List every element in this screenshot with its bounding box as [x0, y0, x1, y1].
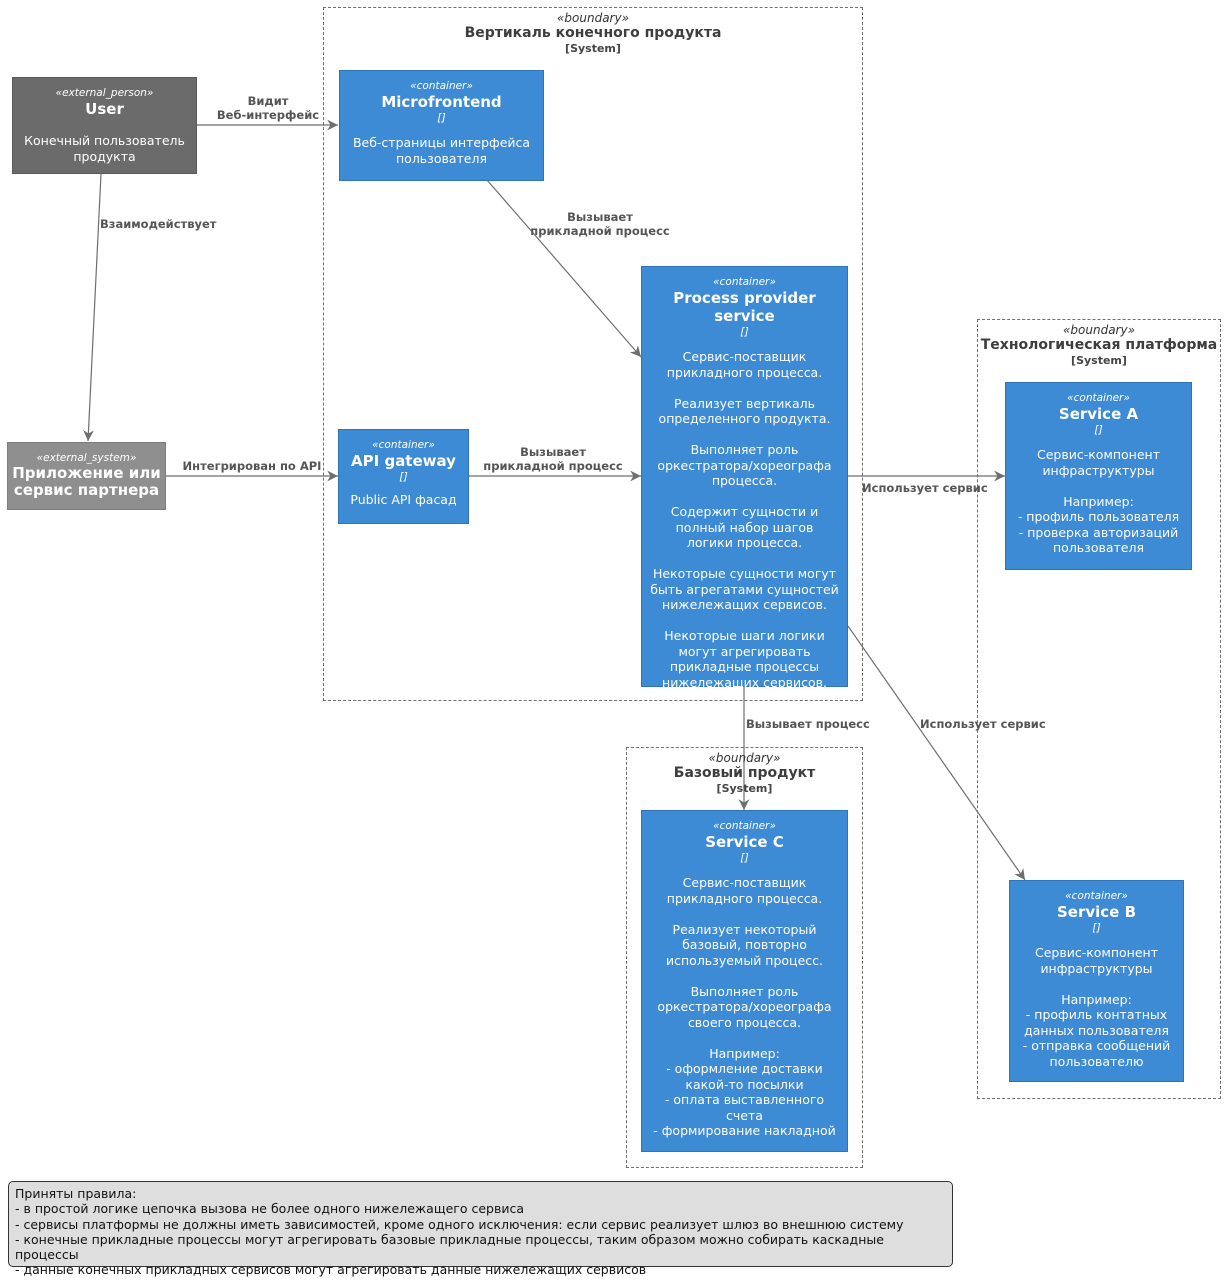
node-stereotype: «external_person»: [55, 87, 154, 99]
label-user-microfrontend: Видит Веб-интерфейс: [216, 94, 320, 122]
node-user[interactable]: «external_person» User Конечный пользова…: [12, 77, 197, 174]
node-title: Service C: [705, 833, 784, 851]
node-technology: []: [1092, 921, 1101, 934]
node-description: Сервис-поставщик прикладного процесса. Р…: [650, 349, 839, 690]
edge-user-partner: [83, 173, 102, 442]
node-description: Конечный пользователь продукта: [24, 133, 185, 164]
node-stereotype: «container»: [1067, 392, 1130, 404]
node-description: Сервис-поставщик прикладного процесса. Р…: [653, 875, 836, 1138]
node-stereotype: «external_system»: [36, 452, 137, 464]
rules-note: Приняты правила: - в простой логике цепо…: [8, 1181, 953, 1277]
node-process-provider[interactable]: «container» Process provider service [] …: [641, 266, 848, 690]
node-technology: []: [740, 325, 749, 338]
boundary-vertical: «boundary» Вертикаль конечного продукта …: [323, 7, 863, 701]
edge-pps-service-b: [847, 625, 1026, 881]
node-stereotype: «container»: [1065, 890, 1128, 902]
node-service-c[interactable]: «container» Service C [] Сервис-поставщи…: [641, 810, 848, 1152]
node-api-gateway[interactable]: «container» API gateway [] Public API фа…: [338, 429, 469, 524]
boundary-title: Базовый продукт: [673, 765, 816, 781]
node-title: Service B: [1056, 903, 1136, 921]
node-description: Сервис-компонент инфраструктуры Например…: [1017, 447, 1180, 555]
node-title: Process provider service: [673, 289, 816, 325]
boundary-title: Вертикаль конечного продукта: [464, 25, 722, 41]
label-pps-service-b: Использует сервис: [920, 717, 1046, 731]
node-title: API gateway: [351, 452, 456, 470]
node-title: Microfrontend: [381, 93, 502, 111]
label-api-pps: Вызывает прикладной процесс: [483, 445, 623, 473]
label-pps-service-c: Вызывает процесс: [746, 717, 870, 731]
node-title: User: [85, 100, 124, 118]
node-technology: []: [437, 111, 446, 124]
boundary-type: [System]: [565, 42, 621, 55]
label-microfrontend-pps: Вызывает прикладной процесс: [530, 210, 670, 238]
node-service-b[interactable]: «container» Service B [] Сервис-компонен…: [1009, 880, 1184, 1082]
node-technology: []: [399, 470, 408, 483]
node-description: Сервис-компонент инфраструктуры Например…: [1022, 945, 1171, 1069]
node-stereotype: «container»: [372, 439, 435, 451]
node-stereotype: «container»: [713, 820, 776, 832]
node-partner[interactable]: «external_system» Приложение или сервис …: [7, 442, 166, 510]
edge-microfrontend-pps: [486, 179, 642, 358]
node-description: Веб-страницы интерфейса пользователя: [352, 135, 531, 166]
node-stereotype: «container»: [410, 80, 473, 92]
label-partner-api: Интегрирован по API: [182, 459, 322, 473]
boundary-stereotype: «boundary»: [708, 751, 781, 765]
node-description: Public API фасад: [350, 492, 457, 507]
boundary-stereotype: «boundary»: [1063, 323, 1135, 337]
node-stereotype: «container»: [713, 276, 776, 288]
node-title: Service A: [1058, 405, 1139, 423]
boundary-type: [System]: [716, 782, 773, 795]
label-user-partner: Взаимодействует: [100, 217, 217, 231]
boundary-base: «boundary» Базовый продукт [System]: [626, 747, 863, 1168]
node-title: Приложение или сервис партнера: [12, 464, 161, 499]
label-pps-service-a: Использует сервис: [862, 481, 988, 495]
boundary-stereotype: «boundary»: [557, 11, 629, 25]
node-technology: []: [1094, 423, 1103, 436]
node-technology: []: [740, 851, 749, 864]
boundary-title: Технологическая платформа: [980, 337, 1218, 353]
node-microfrontend[interactable]: «container» Microfrontend [] Веб-страниц…: [339, 70, 544, 181]
boundary-type: [System]: [1071, 354, 1127, 367]
node-service-a[interactable]: «container» Service A [] Сервис-компонен…: [1005, 382, 1192, 570]
boundary-platform: «boundary» Технологическая платформа [Sy…: [977, 319, 1221, 1099]
